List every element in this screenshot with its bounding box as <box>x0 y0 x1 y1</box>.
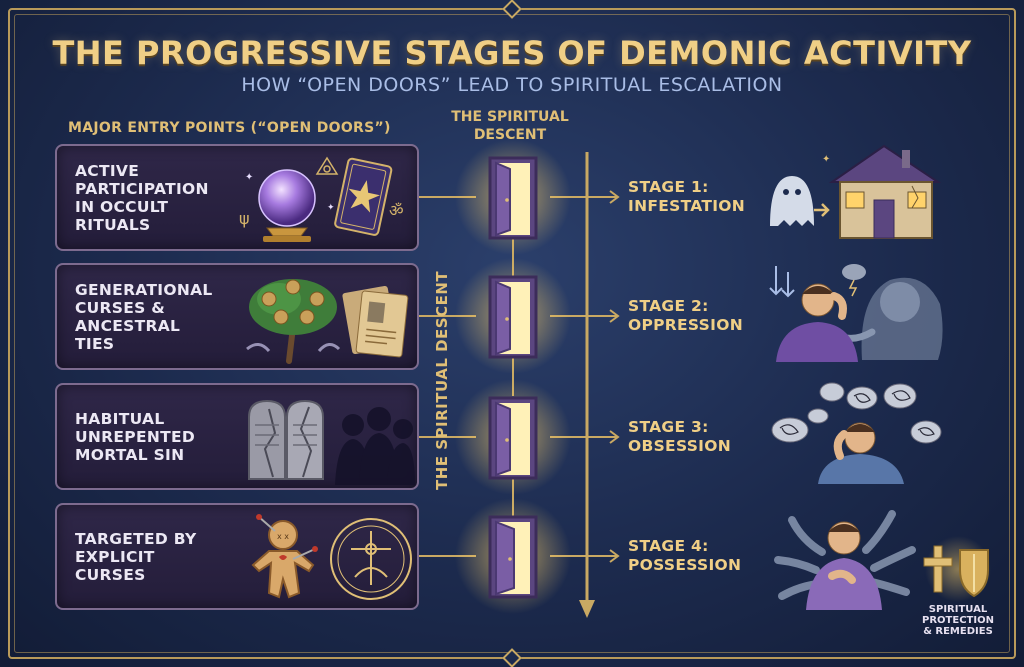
possessed-man-icon <box>806 521 882 610</box>
entry-text-curses: TARGETED BY EXPLICIT CURSES <box>75 530 225 584</box>
grasping-hands-icon <box>774 510 916 600</box>
entry-box-mortal-sin: HABITUAL UNREPENTED MORTAL SIN <box>55 383 419 490</box>
voodoo-doll-icon: x x <box>251 514 318 599</box>
descent-header-line1: THE SPIRITUAL <box>451 109 569 125</box>
tarot-card-icon <box>334 157 393 236</box>
broken-tablets-icon <box>248 399 324 480</box>
scribble-icon <box>779 390 935 436</box>
entry-box-occult: ACTIVE PARTICIPATION IN OCCULT RITUALS ॐ… <box>55 144 419 251</box>
descent-header: THE SPIRITUAL DESCENT <box>440 108 580 144</box>
entry-line: PARTICIPATION <box>75 179 209 198</box>
down-arrows-icon <box>769 266 795 298</box>
entry-line: EXPLICIT CURSES <box>75 547 155 584</box>
stage-2-text: STAGE 2: OPPRESSION <box>628 297 743 335</box>
thought-clouds-icon <box>771 382 942 444</box>
entry-text-mortal-sin: HABITUAL UNREPENTED MORTAL SIN <box>75 410 225 464</box>
shadow-spirit-icon <box>842 277 943 360</box>
entry-text-occult: ACTIVE PARTICIPATION IN OCCULT RITUALS <box>75 162 225 234</box>
worried-man-icon <box>818 422 904 484</box>
shield-icon <box>959 549 989 598</box>
stage-3-text: STAGE 3: OBSESSION <box>628 418 731 456</box>
stage-label: STAGE 2: <box>628 297 709 315</box>
cross-shield-illustration <box>923 536 991 602</box>
entry-line: TARGETED BY <box>75 529 197 548</box>
entry-box-generational: GENERATIONAL CURSES & ANCESTRAL TIES <box>55 263 419 370</box>
entry-line: HABITUAL <box>75 409 165 428</box>
entry-points-header: MAJOR ENTRY POINTS (“OPEN DOORS”) <box>68 120 391 136</box>
family-tree-icon <box>246 279 341 364</box>
sigil-icon <box>330 518 412 600</box>
remedy-line: & REMEDIES <box>923 626 993 637</box>
remedy-line: SPIRITUAL <box>928 604 988 615</box>
entry-line: CURSES & <box>75 298 166 317</box>
svg-text:ψ: ψ <box>239 209 250 228</box>
oppressed-man-illustration <box>769 264 943 362</box>
entry-line: RITUALS <box>75 215 151 234</box>
stage-label: STAGE 4: <box>628 537 709 555</box>
ghost-icon <box>770 176 830 226</box>
svg-text:✦: ✦ <box>245 172 253 183</box>
crystal-ball-icon <box>258 169 316 242</box>
open-door-4 <box>452 495 574 617</box>
house-icon <box>828 144 942 239</box>
occult-symbols-icon: ॐ ψ ✦ ✦ <box>239 156 404 228</box>
descent-header-line2: DESCENT <box>473 127 547 143</box>
entry-line: UNREPENTED <box>75 427 196 446</box>
open-door-2 <box>452 255 574 377</box>
stage-label: STAGE 1: <box>628 178 709 196</box>
svg-text:✦: ✦ <box>327 203 335 213</box>
door-icon <box>455 379 571 495</box>
family-tree-documents-illustration <box>246 279 409 364</box>
entry-box-curses: TARGETED BY EXPLICIT CURSES x x <box>55 503 419 610</box>
entry-line: IN OCCULT <box>75 197 169 216</box>
possessed-man-illustration <box>774 510 916 610</box>
broken-tablets-shadows-illustration <box>248 399 415 485</box>
shadow-figures-icon <box>335 407 415 485</box>
voodoo-doll-sigil-illustration: x x <box>251 514 412 600</box>
svg-text:✦: ✦ <box>822 154 830 165</box>
open-door-1 <box>452 136 574 258</box>
distressed-man-icon <box>776 283 858 362</box>
cross-icon <box>923 545 953 593</box>
stage-name: OPPRESSION <box>628 316 743 334</box>
svg-text:ॐ: ॐ <box>389 201 404 220</box>
storm-cloud-icon <box>842 264 866 297</box>
page-subtitle: HOW “OPEN DOORS” LEAD TO SPIRITUAL ESCAL… <box>241 74 783 96</box>
svg-text:x x: x x <box>277 532 289 541</box>
stage-label: STAGE 3: <box>628 418 709 436</box>
ancestral-documents-icon <box>342 285 409 358</box>
crystal-ball-tarot-illustration: ॐ ψ ✦ ✦ <box>239 156 404 242</box>
entry-text-generational: GENERATIONAL CURSES & ANCESTRAL TIES <box>75 281 225 353</box>
stage-name: POSSESSION <box>628 556 742 574</box>
entry-line: GENERATIONAL <box>75 280 213 299</box>
remedy-label: SPIRITUAL PROTECTION & REMEDIES <box>913 604 1003 637</box>
haunted-house-illustration: ✦ <box>770 144 942 239</box>
descent-arrow-head <box>579 600 595 618</box>
door-icon <box>455 139 571 255</box>
stage-name: OBSESSION <box>628 437 731 455</box>
stage-name: INFESTATION <box>628 197 746 215</box>
door-icon <box>455 258 571 374</box>
obsessed-man-illustration <box>771 382 942 484</box>
entry-line: ACTIVE <box>75 161 140 180</box>
page-title: THE PROGRESSIVE STAGES OF DEMONIC ACTIVI… <box>52 34 972 72</box>
door-icon <box>455 498 571 614</box>
stage-1-text: STAGE 1: INFESTATION <box>628 178 745 216</box>
entry-line: ANCESTRAL TIES <box>75 316 181 353</box>
remedy-line: PROTECTION <box>922 615 994 626</box>
entry-line: MORTAL SIN <box>75 445 185 464</box>
stage-4-text: STAGE 4: POSSESSION <box>628 537 741 575</box>
open-door-3 <box>452 376 574 498</box>
